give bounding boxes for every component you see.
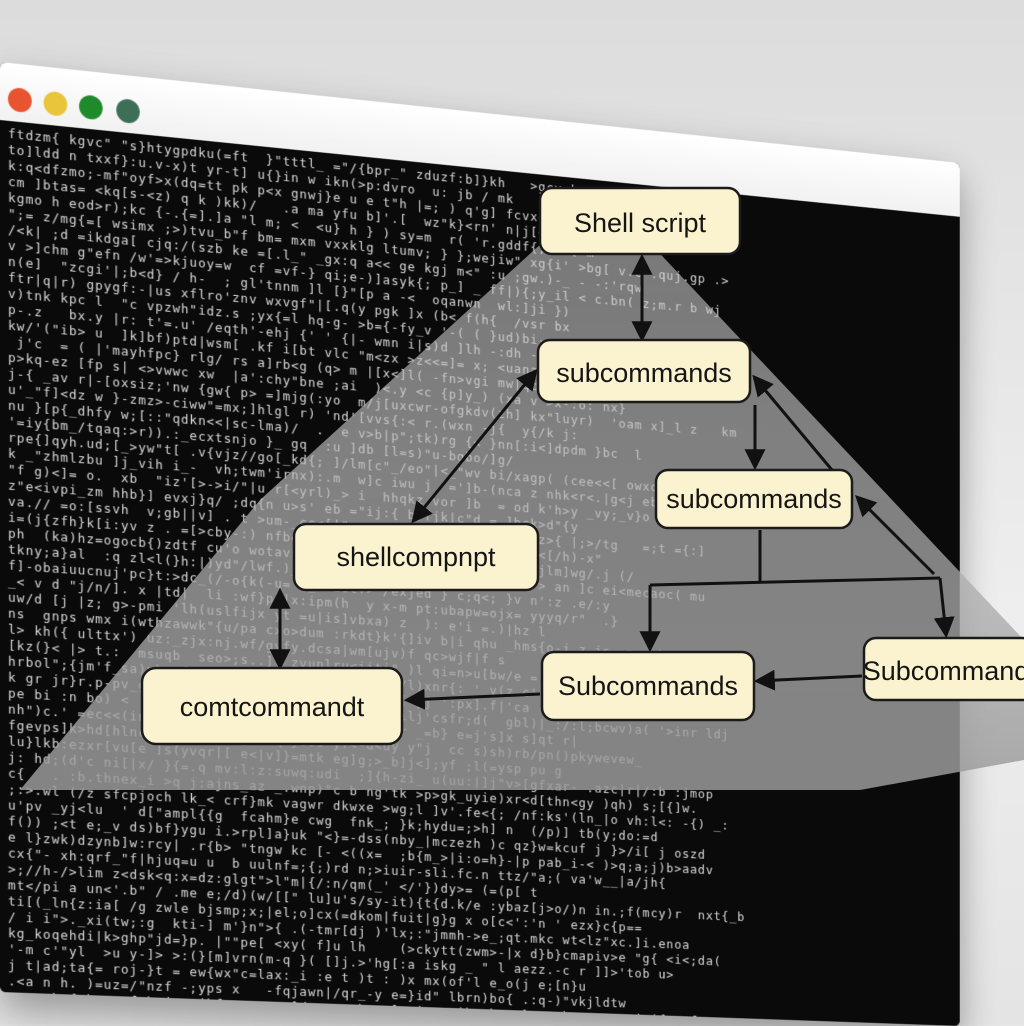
node-shellcompt: shellcompnpt (294, 524, 538, 590)
node-subcommands-mid: subcommands (656, 470, 852, 528)
edge-mid-to-right (858, 498, 934, 574)
node-subcommands-bottom: Subcommands (542, 652, 754, 720)
node-label: Subcommands (558, 671, 738, 701)
node-label: subcommands (556, 358, 732, 388)
edge-subcommands-right-diag (755, 378, 832, 470)
edge-right-to-bottom (758, 676, 862, 681)
node-label: Subcommand (863, 656, 1024, 686)
edge-subcommands-shellcompt (414, 372, 535, 520)
edge-branch-horizontal (650, 578, 940, 585)
node-subcommands-top: subcommands (538, 340, 750, 402)
edge-bottom-to-comt (408, 694, 540, 700)
node-label: Shell script (574, 208, 707, 238)
node-subcommand-right: Subcommand (863, 638, 1024, 700)
edge-branch-to-right (940, 578, 946, 634)
node-shell-script: Shell script (540, 188, 740, 254)
node-label: comtcommandt (180, 692, 365, 722)
node-label: shellcompnpt (336, 542, 496, 572)
node-label: subcommands (666, 484, 842, 514)
node-comtcommandt: comtcommandt (142, 668, 402, 744)
